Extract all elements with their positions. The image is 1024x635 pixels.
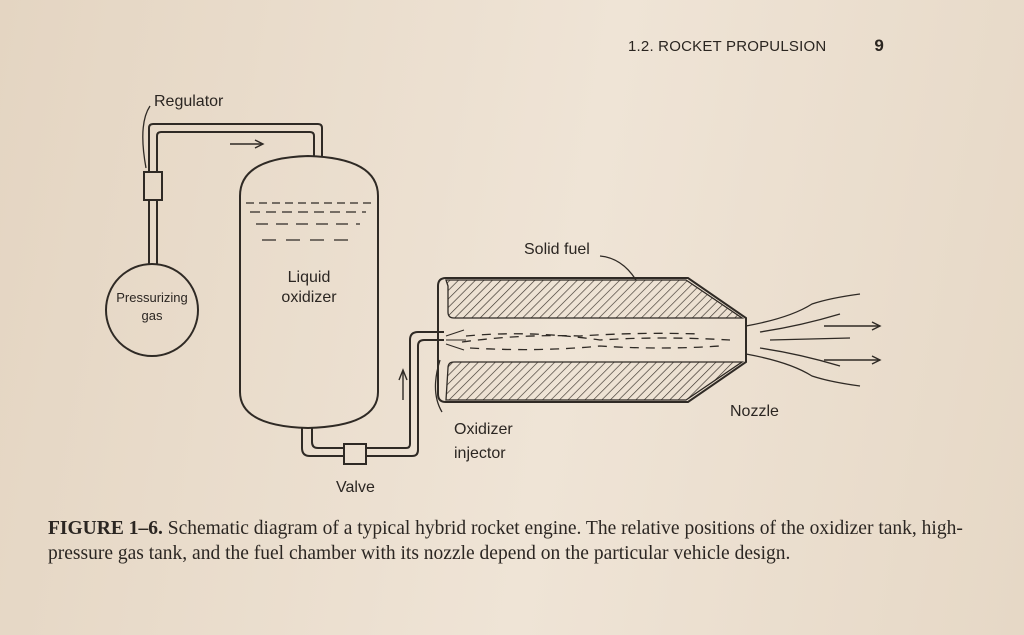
solid-fuel-label: Solid fuel	[524, 241, 590, 258]
fuel-chamber	[437, 277, 747, 403]
page-header: 1.2. ROCKET PROPULSION 9	[628, 36, 884, 56]
hybrid-rocket-diagram: Regulator Pressurizing gas Liquid oxidiz…	[105, 93, 882, 496]
regulator-label: Regulator	[154, 93, 224, 110]
section-title: 1.2. ROCKET PROPULSION	[628, 38, 827, 55]
valve-label: Valve	[336, 479, 375, 496]
solid-fuel-grain-upper	[445, 279, 745, 319]
oxidizer-injector-label-line1: Oxidizer	[454, 421, 513, 438]
figure-caption: FIGURE 1–6. Schematic diagram of a typic…	[48, 516, 968, 566]
valve	[343, 443, 367, 465]
nozzle-label: Nozzle	[730, 403, 779, 420]
liquid-oxidizer-label-line1: Liquid	[288, 269, 331, 286]
page-number: 9	[874, 36, 885, 55]
pressurizing-gas-tank	[105, 263, 199, 357]
pressurizing-gas-label-line2: gas	[142, 308, 163, 323]
regulator	[143, 171, 163, 201]
oxidizer-tank	[239, 154, 379, 430]
solid-fuel-grain-lower	[445, 361, 745, 401]
figure-number: FIGURE 1–6.	[48, 518, 163, 539]
oxidizer-injector-label-line2: injector	[454, 445, 506, 462]
pressurizing-gas-label-line1: Pressurizing	[116, 290, 188, 305]
caption-text: Schematic diagram of a typical hybrid ro…	[48, 518, 963, 564]
liquid-oxidizer-label-line2: oxidizer	[281, 289, 337, 306]
exhaust-plume	[745, 293, 861, 387]
